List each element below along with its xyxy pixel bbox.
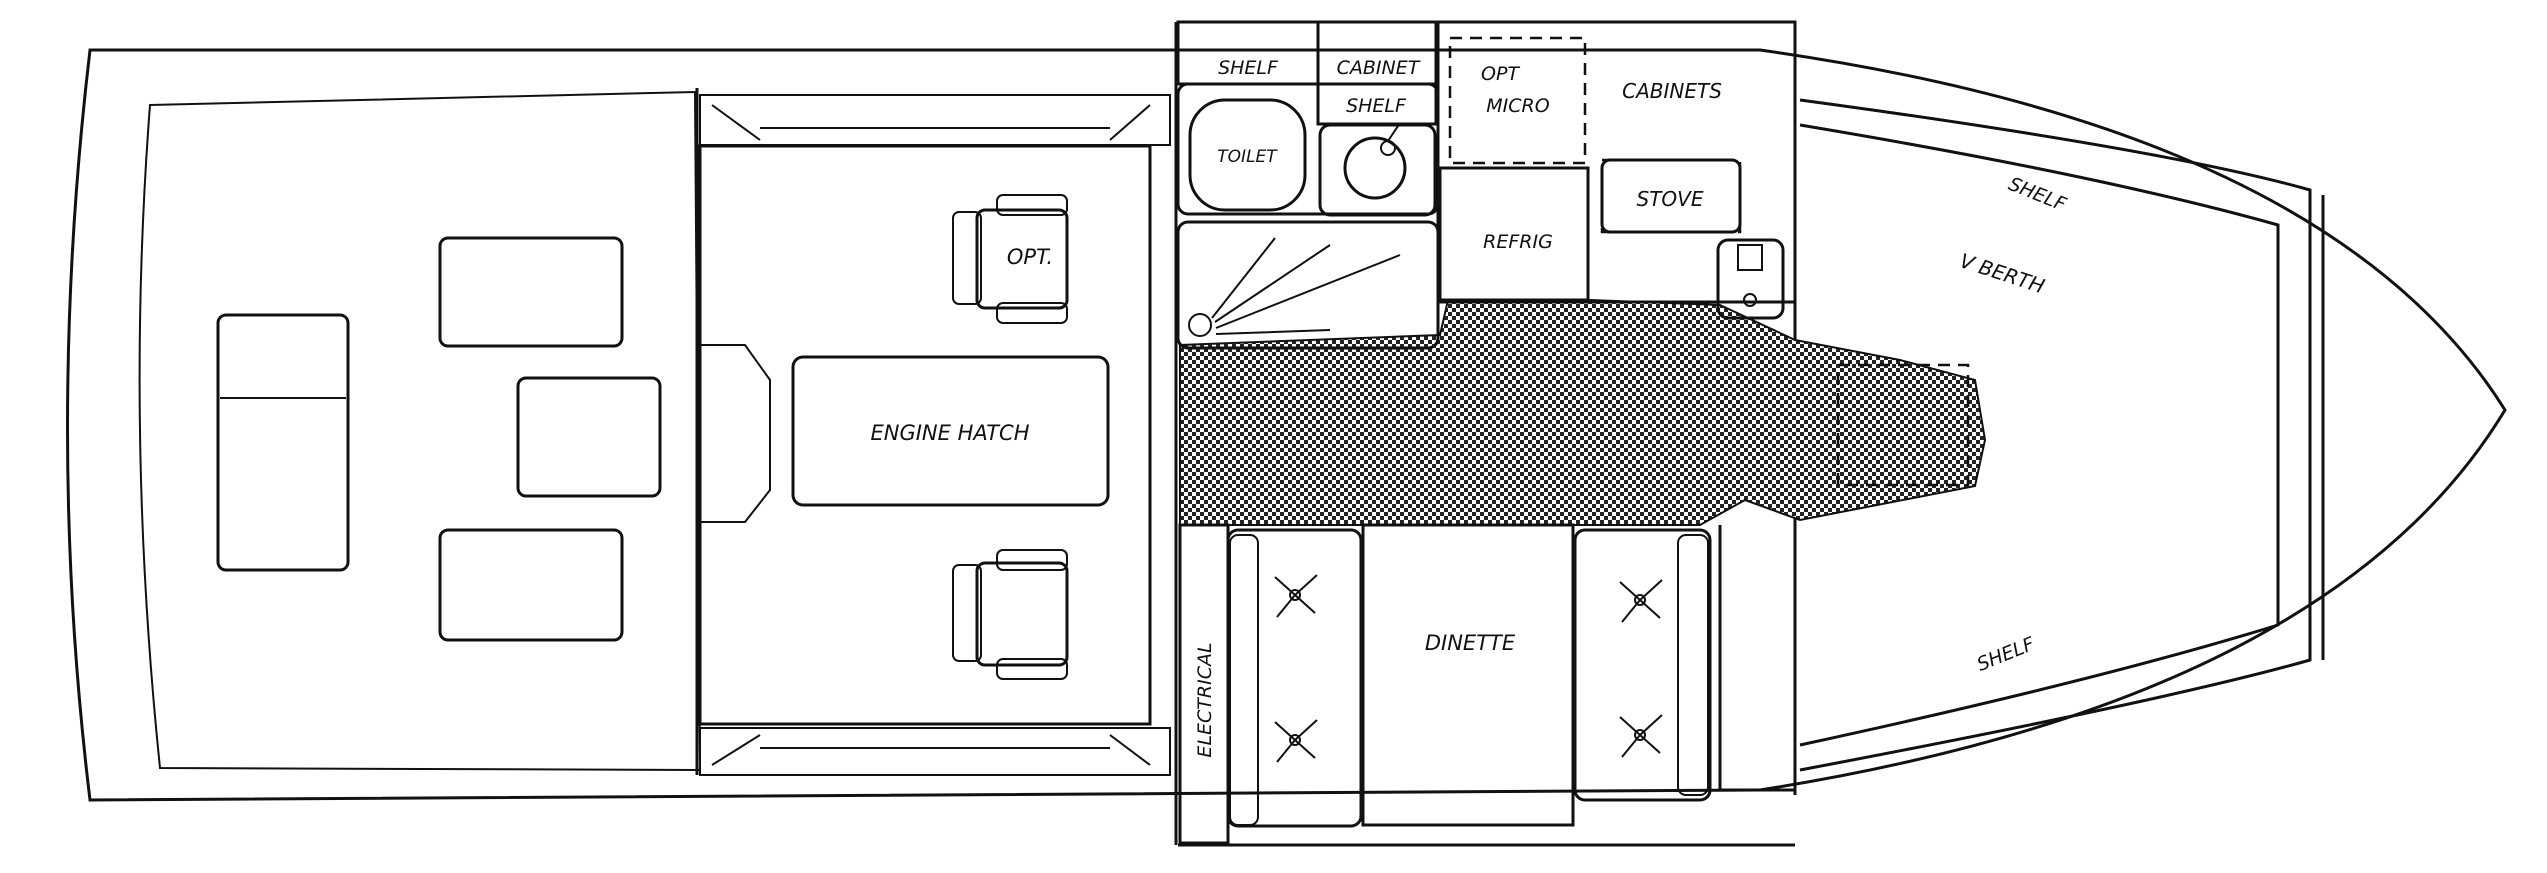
head-shelf-label: SHELF bbox=[1218, 57, 1279, 79]
opt-micro-outline bbox=[1448, 36, 1587, 165]
v-berth-mattress bbox=[1799, 123, 2280, 747]
engine-area: ENGINE HATCH OPT. bbox=[698, 94, 1171, 776]
cockpit-seat-3 bbox=[438, 528, 624, 642]
galley-sink bbox=[1716, 238, 1785, 320]
cabinet-label: CABINET bbox=[1337, 57, 1421, 79]
refrigerator bbox=[1438, 166, 1590, 302]
v-berth-shelf-outer bbox=[1799, 98, 2312, 772]
toilet-label: TOILET bbox=[1217, 147, 1278, 167]
shower bbox=[1176, 220, 1440, 350]
deck-line-aft bbox=[138, 90, 702, 772]
opt-micro-label-2: MICRO bbox=[1486, 95, 1549, 117]
head-faucet bbox=[1380, 140, 1396, 156]
cushion-tufting bbox=[1274, 574, 1663, 763]
cabin-sole bbox=[1179, 299, 1987, 526]
engine-hatch bbox=[791, 355, 1110, 507]
stove-outline bbox=[1600, 158, 1742, 234]
cockpit-seat-1 bbox=[438, 236, 624, 348]
galley-faucet bbox=[1737, 244, 1763, 271]
step-aft-top bbox=[699, 94, 1171, 146]
opt-seat-label: OPT. bbox=[1007, 245, 1053, 269]
galley: OPT MICRO CABINETS REFRIG STOVE bbox=[1436, 20, 1797, 320]
v-berth-filler-outline bbox=[1836, 363, 1970, 487]
dinette-seat-fwd bbox=[1573, 528, 1712, 802]
opt-micro-label-1: OPT bbox=[1481, 63, 1520, 85]
dinette-seat-aft bbox=[1226, 528, 1363, 828]
toilet bbox=[1188, 98, 1307, 212]
step-aft-bottom bbox=[699, 727, 1171, 776]
shelf-label-lower: SHELF bbox=[1974, 633, 2039, 676]
galley-counter bbox=[1436, 20, 1797, 304]
aft-seating bbox=[216, 236, 662, 642]
head-shelf-2-label: SHELF bbox=[1346, 95, 1407, 117]
stove-label: STOVE bbox=[1637, 187, 1704, 211]
dinette-label: DINETTE bbox=[1425, 631, 1516, 655]
engine-hatch-label: ENGINE HATCH bbox=[870, 421, 1029, 445]
dinette: ELECTRICAL DINETTE bbox=[1178, 523, 1797, 845]
helm-seat-top: OPT. bbox=[952, 194, 1069, 324]
head-sink-counter bbox=[1318, 123, 1437, 217]
helm-seat-bottom bbox=[952, 549, 1069, 680]
refrig-label: REFRIG bbox=[1483, 231, 1553, 253]
cockpit-seat-2 bbox=[516, 376, 662, 498]
dinette-table bbox=[1361, 523, 1575, 827]
dinette-seat-fwd-back bbox=[1677, 534, 1709, 796]
head: SHELF CABINET SHELF TOILET bbox=[1176, 20, 1440, 350]
aft-bench bbox=[216, 313, 350, 572]
shower-spray-lines bbox=[1211, 237, 1401, 335]
head-sink bbox=[1343, 136, 1407, 200]
shelf-label-upper: SHELF bbox=[2005, 173, 2070, 216]
v-berth-label: V BERTH bbox=[1957, 248, 2048, 298]
companionway-wedge bbox=[700, 344, 771, 523]
dinette-bulkhead-post bbox=[1718, 525, 1797, 792]
shower-drain bbox=[1188, 313, 1212, 337]
electrical-label: ELECTRICAL bbox=[1194, 642, 1216, 757]
dinette-seat-aft-back bbox=[1229, 534, 1259, 826]
cabinets-label: CABINETS bbox=[1622, 79, 1722, 103]
hull-outline bbox=[66, 48, 2507, 802]
